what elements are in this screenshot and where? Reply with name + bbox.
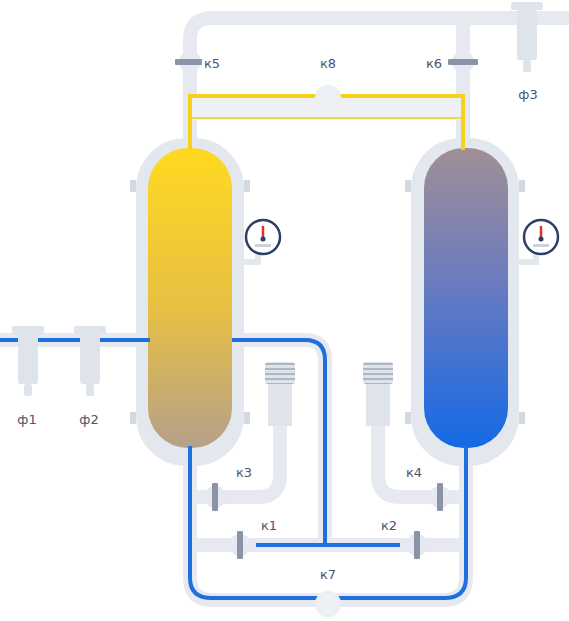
part-label: ф1 [15,412,38,427]
pipe [0,18,569,600]
wet-air-line [0,340,466,598]
part-label: к2 [379,518,399,533]
silencer [265,362,393,426]
adsorber-vessel [405,138,525,466]
part-label: к8 [318,56,338,71]
part-label: к4 [404,465,424,480]
part-label: ф2 [77,412,100,427]
part-label: к6 [424,56,444,71]
part-label: ф3 [516,87,539,102]
valve [175,51,478,617]
pipe-edge [190,117,463,119]
part-label: к1 [259,518,279,533]
pressure-gauge [244,220,280,262]
adsorber-vessel [130,138,250,466]
pressure-gauge [519,220,558,262]
part-label: к5 [202,56,222,71]
part-label: к7 [318,567,338,582]
filter [12,2,543,396]
part-label: к3 [234,465,254,480]
